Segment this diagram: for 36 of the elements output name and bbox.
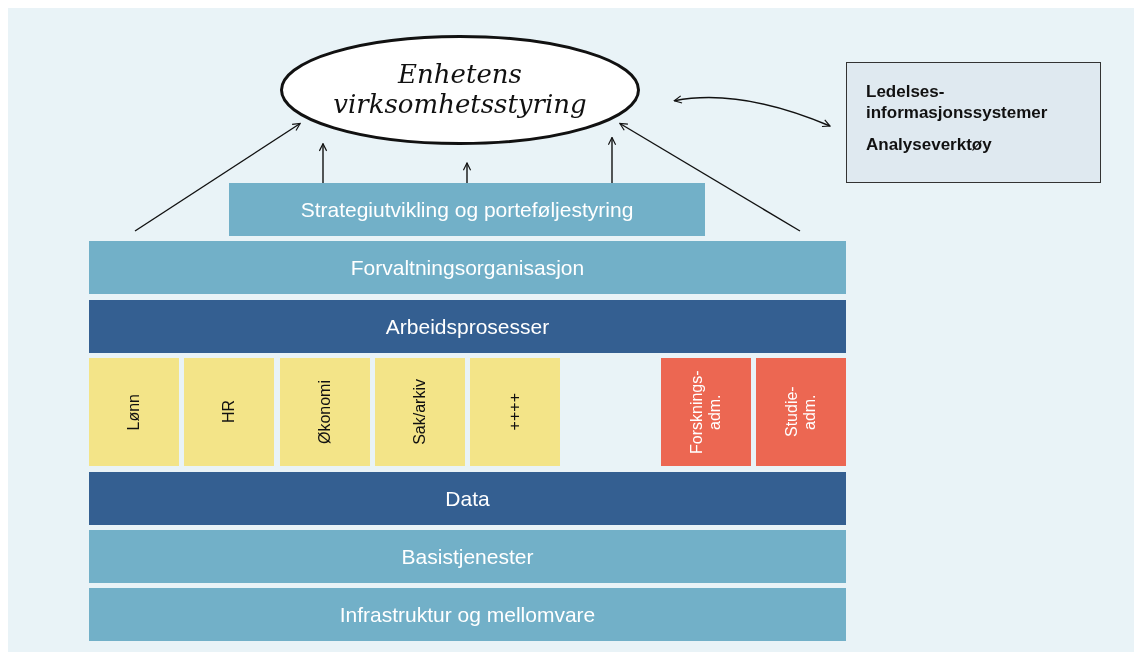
- box-label: Forsknings- adm.: [688, 370, 724, 454]
- box-label: Infrastruktur og mellomvare: [339, 602, 596, 627]
- arrow: [462, 162, 472, 184]
- module-box: [184, 358, 274, 466]
- arrow: [619, 122, 801, 232]
- arrow: [318, 142, 328, 184]
- layer-bar: [89, 241, 846, 294]
- box-label: Lønn: [125, 393, 143, 431]
- arrow: [134, 122, 301, 232]
- goal-title: Enhetens virksomhetsstyring: [332, 60, 588, 120]
- box-label: Sak/arkiv: [411, 379, 429, 445]
- module-box: [89, 358, 179, 466]
- arrow: [673, 95, 831, 128]
- layer-bar: [89, 588, 846, 641]
- box-label: Data: [445, 486, 490, 511]
- box-label: Studie- adm.: [783, 385, 819, 440]
- module-box: [661, 358, 751, 466]
- box-label: Basistjenester: [401, 544, 534, 569]
- module-box: [280, 358, 370, 466]
- tools-box: [846, 62, 1101, 183]
- layer-bar: [89, 530, 846, 583]
- layer-bar: [229, 183, 705, 236]
- module-box: [470, 358, 560, 466]
- box-text: Ledelses- informasjonssystemer: [866, 81, 1049, 124]
- box-label: Forvaltningsorganisasjon: [350, 255, 585, 280]
- box-label: Økonomi: [316, 380, 334, 444]
- layer-bar: [89, 300, 846, 353]
- box-label: HR: [220, 400, 238, 424]
- arrow: [607, 136, 617, 184]
- box-text: Analyseverktøy: [866, 133, 993, 155]
- layer-bar: [89, 472, 846, 525]
- box-label: ++++: [506, 393, 524, 431]
- module-box: [756, 358, 846, 466]
- module-box: [375, 358, 465, 466]
- box-label: Strategiutvikling og porteføljestyring: [300, 197, 634, 222]
- box-label: Arbeidsprosesser: [385, 314, 550, 339]
